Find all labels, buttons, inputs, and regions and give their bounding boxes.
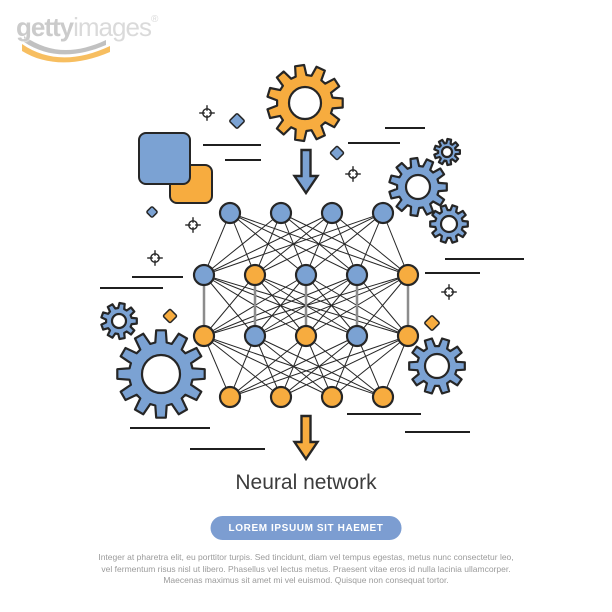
network-edge: [356, 212, 384, 276]
network-edge: [203, 212, 384, 276]
paragraph-line-1: Integer at pharetra elit, eu porttitor t…: [98, 552, 514, 562]
watermark-images: images: [73, 12, 152, 42]
network-node: [243, 324, 267, 348]
network-node: [320, 201, 344, 225]
network-node: [371, 201, 395, 225]
diamond-icon: [162, 308, 178, 324]
network-node: [192, 324, 216, 348]
network-edge: [229, 335, 409, 398]
watermark-text: gettyimages®: [16, 12, 158, 43]
network-edge: [203, 274, 256, 337]
network-node: [294, 263, 318, 287]
network-node: [269, 201, 293, 225]
network-node: [218, 201, 242, 225]
network-edge: [254, 212, 384, 276]
network-edge: [280, 335, 409, 398]
network-node: [192, 263, 216, 287]
watermark-swoosh-icon: [22, 36, 110, 63]
arrow-down-bottom-icon: [292, 414, 320, 462]
diamond-icon: [146, 206, 158, 218]
network-edge: [203, 212, 282, 276]
gear-right-medium-hole: [439, 214, 459, 234]
network-node: [345, 324, 369, 348]
paragraph-line-3: Maecenas maximus sit amet mi vel euismod…: [163, 575, 449, 585]
network-edge: [203, 274, 358, 337]
network-node: [294, 324, 318, 348]
lorem-cta-button[interactable]: LOREM IPSUUM SIT HAEMET: [210, 516, 402, 540]
watermark-registered-icon: ®: [150, 14, 159, 25]
network-edge: [229, 335, 358, 398]
network-edge: [305, 212, 384, 276]
network-edge: [331, 335, 409, 398]
network-edge: [203, 212, 231, 276]
gear-right-small-hole: [440, 145, 454, 159]
network-edge: [229, 335, 307, 398]
arrow-down-top-icon: [292, 148, 320, 196]
gear-top-orange-hole: [287, 85, 323, 121]
square-blue: [138, 132, 191, 185]
gear-right-large-hole: [404, 173, 432, 201]
description-paragraph: Integer at pharetra elit, eu porttitor t…: [66, 552, 546, 587]
watermark-getty: getty: [16, 12, 74, 42]
diamond-icon: [329, 145, 345, 161]
paragraph-line-2: vel fermentum risus nisl ut libero. Phas…: [101, 563, 511, 574]
getty-watermark: gettyimages®: [16, 12, 158, 63]
network-edge: [356, 274, 409, 337]
network-node: [218, 385, 242, 409]
network-node: [371, 385, 395, 409]
diamond-icon: [229, 113, 245, 129]
network-edge: [203, 212, 333, 276]
gear-bottom-right-hole: [423, 352, 451, 380]
gear-left-small-hole: [110, 312, 128, 330]
network-node: [243, 263, 267, 287]
neural-network-illustration: [100, 63, 524, 462]
network-node: [269, 385, 293, 409]
network-node: [396, 324, 420, 348]
network-node: [345, 263, 369, 287]
page-title: Neural network: [235, 471, 377, 494]
network-node: [396, 263, 420, 287]
gear-left-large-hole: [140, 353, 182, 395]
network-edge: [254, 274, 409, 337]
network-edge: [382, 212, 409, 276]
diamond-icon: [424, 315, 440, 331]
network-node: [320, 385, 344, 409]
